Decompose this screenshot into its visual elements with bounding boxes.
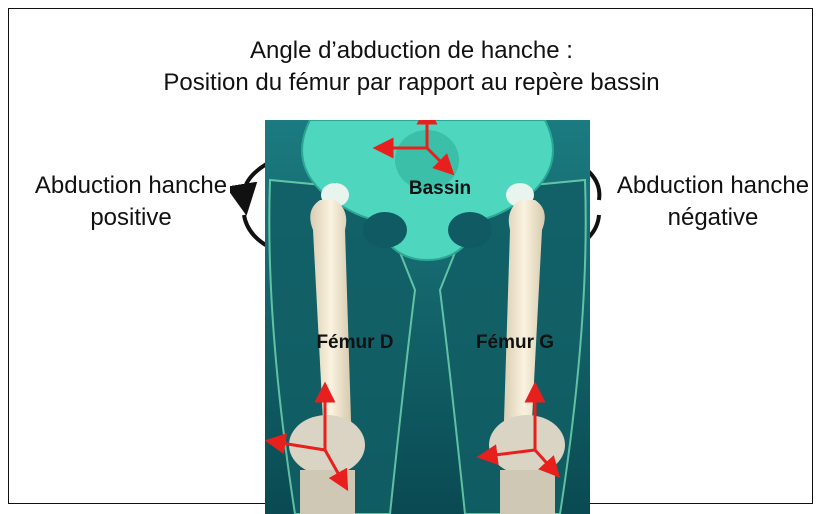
- right-label-line-2: négative: [604, 202, 822, 234]
- right-label: Abduction hanche négative: [604, 170, 822, 234]
- figure-title-line-2: Position du fémur par rapport au repère …: [0, 68, 823, 98]
- right-label-line-1: Abduction hanche: [604, 170, 822, 202]
- figure-title-line-1: Angle d’abduction de hanche :: [0, 36, 823, 66]
- left-label-line-2: positive: [22, 202, 240, 234]
- pelvis-label: Bassin: [409, 178, 471, 199]
- femur-left-label: Fémur G: [476, 332, 554, 353]
- left-label-line-1: Abduction hanche: [22, 170, 240, 202]
- femur-right-label: Fémur D: [316, 332, 393, 353]
- tibia-left: [500, 470, 555, 514]
- left-label: Abduction hanche positive: [22, 170, 240, 234]
- tibia-right: [300, 470, 355, 514]
- obturator-foramen-right: [363, 212, 407, 248]
- obturator-foramen-left: [448, 212, 492, 248]
- knee-left: [489, 415, 565, 475]
- hip-anatomy-illustration: Bassin Fémur D Fémur G: [265, 120, 590, 514]
